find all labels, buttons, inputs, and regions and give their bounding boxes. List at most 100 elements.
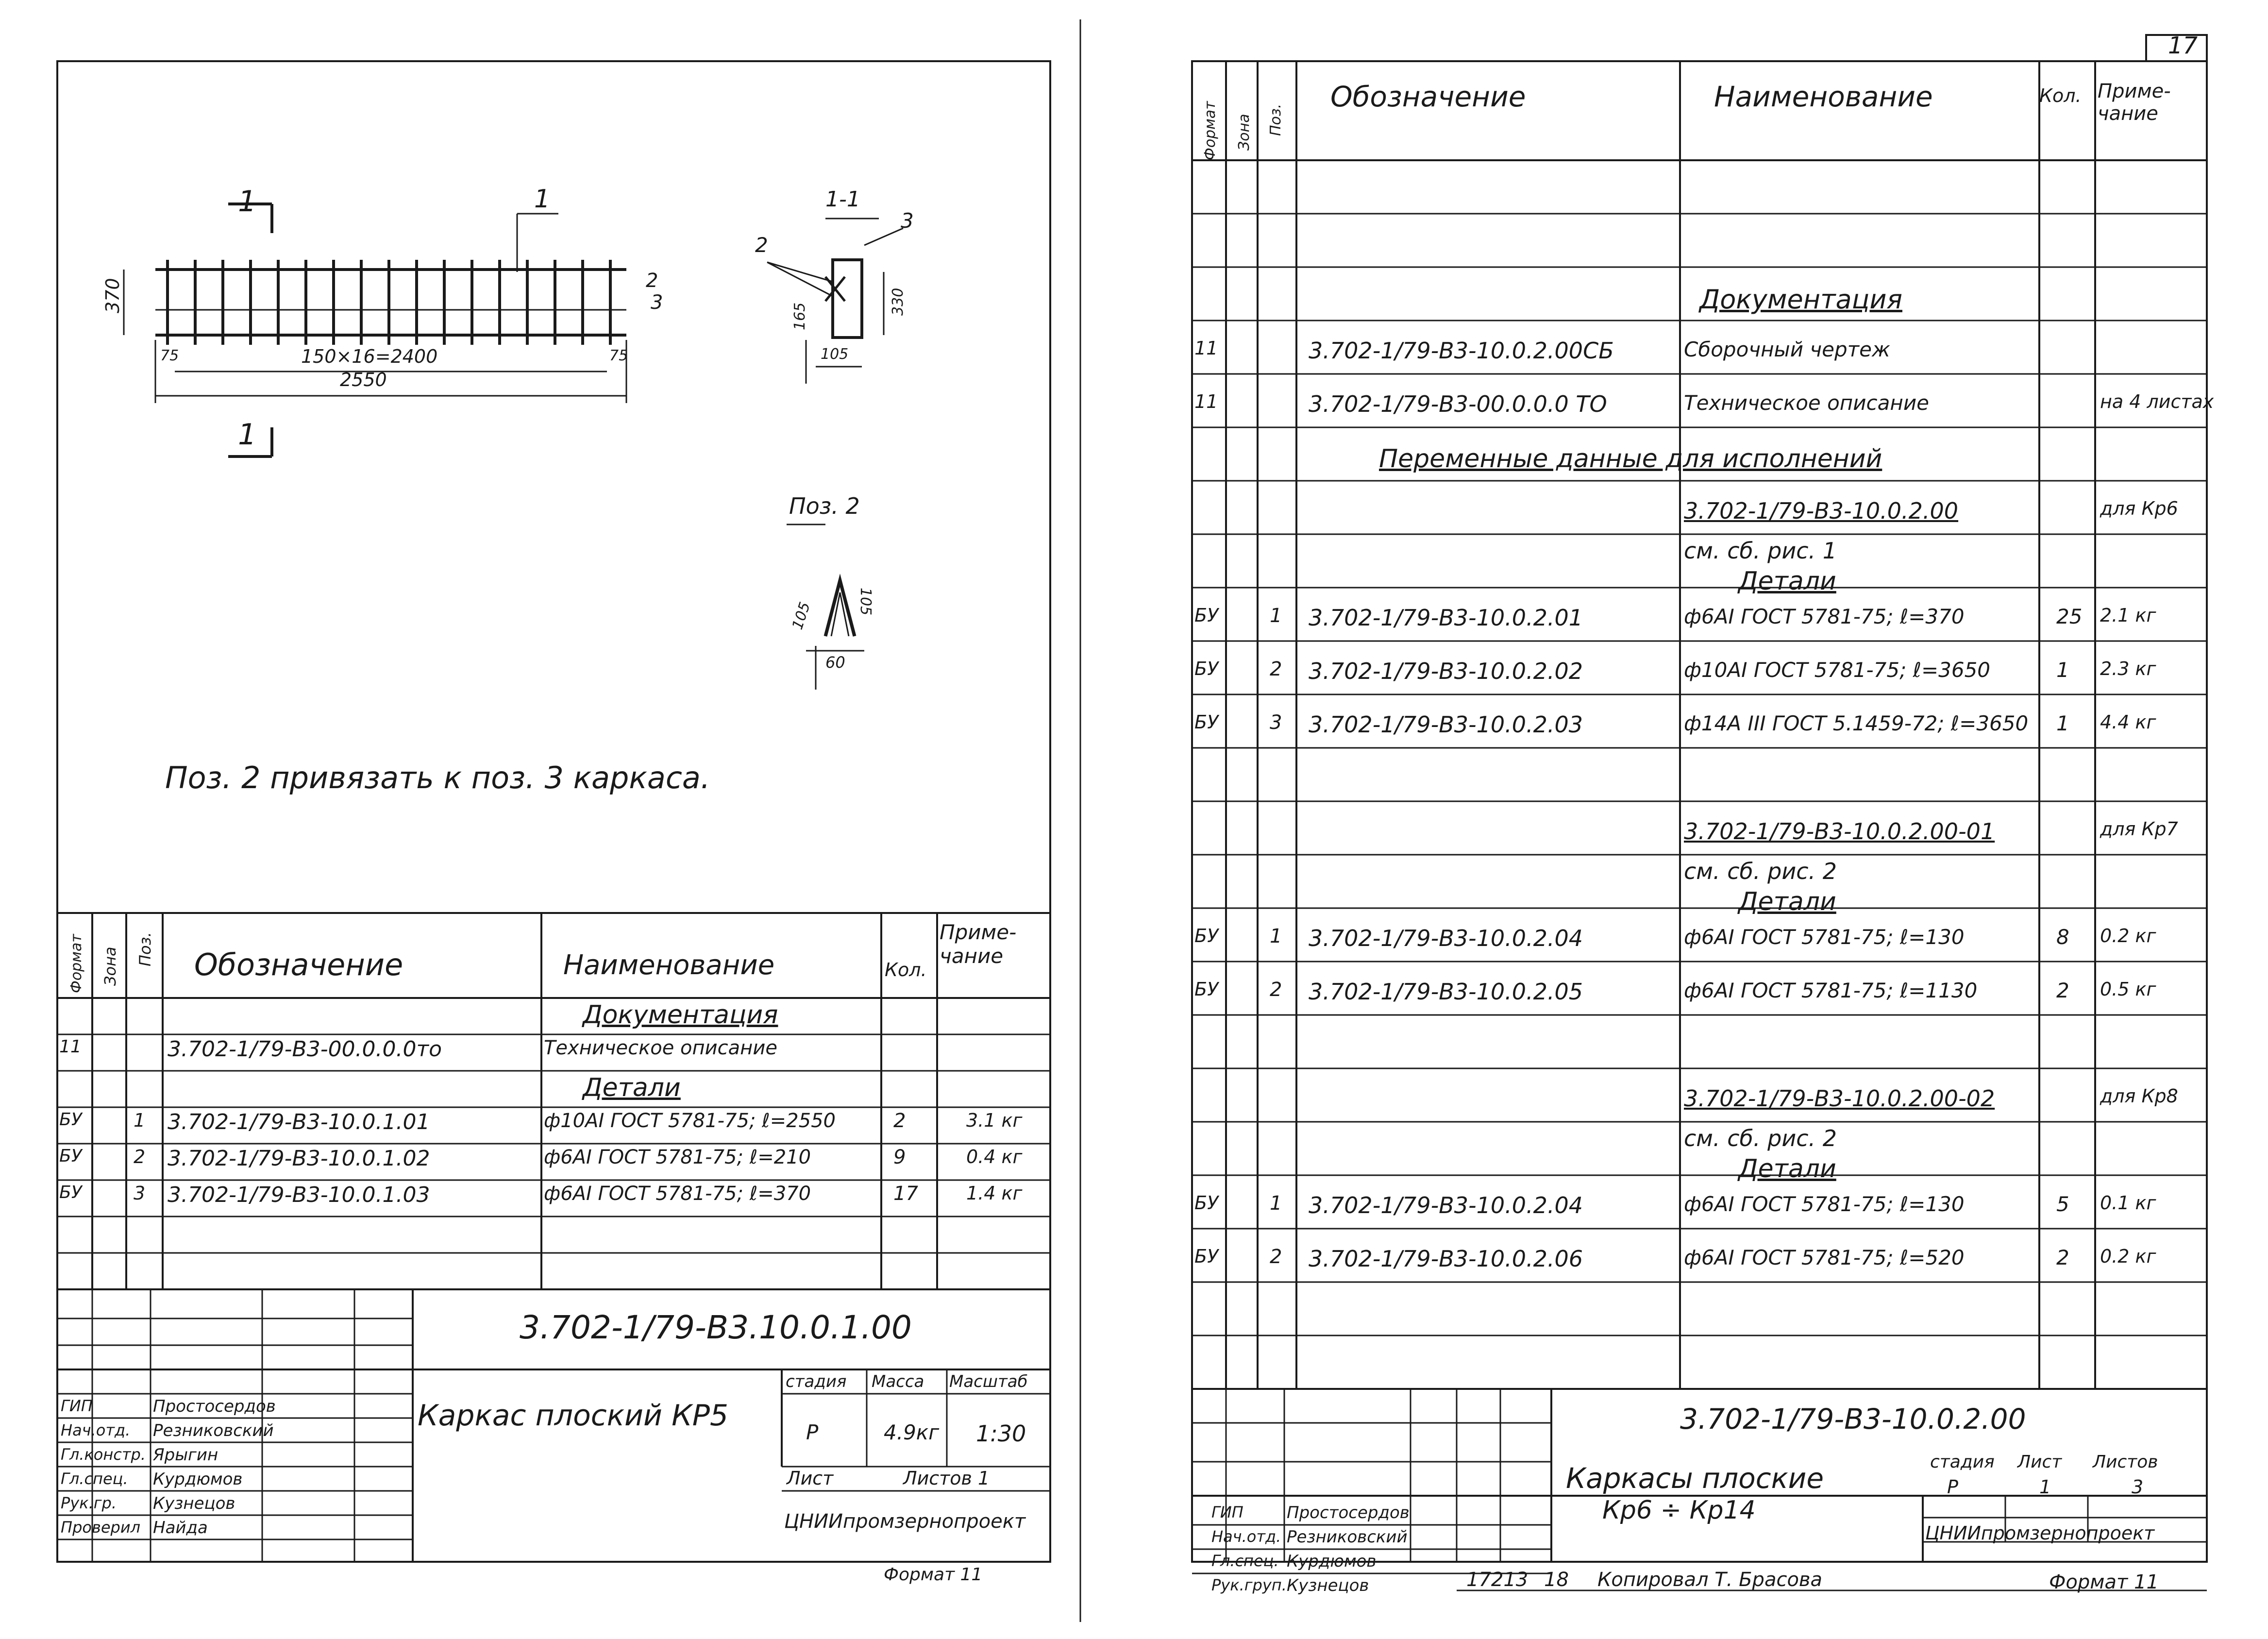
right-row-note: 2.1 кг xyxy=(2100,605,2156,626)
right-row-format: 11 xyxy=(1194,338,1218,359)
left-row-name: Детали xyxy=(583,1073,681,1102)
left-row-note: 3.1 кг xyxy=(966,1110,1023,1131)
right-row-format: БУ xyxy=(1194,605,1219,626)
left-row-format: 11 xyxy=(59,1037,82,1057)
right-row-name: см. сб. рис. 2 xyxy=(1684,1125,1837,1151)
right-row-name: 3.702-1/79-В3-10.0.2.00 xyxy=(1684,498,1959,524)
right-row-subheading: Детали xyxy=(1738,1154,1836,1183)
right-row-qty: 2 xyxy=(2056,979,2069,1002)
right-row-note: 0.2 кг xyxy=(2100,1246,2156,1267)
right-row-format: БУ xyxy=(1194,1246,1219,1267)
right-row-pos: 1 xyxy=(1270,925,1282,947)
left-signer-name: Резниковский xyxy=(153,1421,274,1440)
right-row-note: на 4 листах xyxy=(2100,391,2214,412)
right-row-subheading: Детали xyxy=(1738,567,1836,596)
right-hdr-designation: Обозначение xyxy=(1330,80,1526,113)
right-row-note: 4.4 кг xyxy=(2100,711,2156,733)
right-row-qty: 1 xyxy=(2056,711,2069,735)
left-row-note: 0.4 кг xyxy=(966,1146,1023,1167)
right-row-note: 0.2 кг xyxy=(2100,925,2156,946)
left-row-name: Техническое описание xyxy=(544,1037,777,1059)
right-code: 3.702-1/79-В3-10.0.2.00 xyxy=(1680,1402,2026,1436)
section-mark-bottom: 1 xyxy=(238,418,257,452)
left-signer-role: Гл.спец. xyxy=(61,1470,128,1488)
right-row-qty: 5 xyxy=(2056,1192,2069,1216)
left-row-qty: 2 xyxy=(893,1110,906,1132)
right-row-designation: 3.702-1/79-В3-10.0.2.00СБ xyxy=(1309,338,1614,364)
left-scale-hdr: Масштаб xyxy=(949,1372,1028,1391)
right-signer-name: Кузнецов xyxy=(1287,1576,1369,1595)
right-stage-hdr: стадия xyxy=(1930,1452,1995,1472)
left-row-designation: 3.702-1/79-В3-10.0.1.01 xyxy=(168,1110,430,1134)
right-row-format: БУ xyxy=(1194,1192,1219,1214)
section-callout-3: 3 xyxy=(901,209,914,233)
right-row-pos: 2 xyxy=(1270,979,1282,1001)
left-row-name: ф6АI ГОСТ 5781-75; ℓ=210 xyxy=(544,1146,811,1168)
right-signer-name: Резниковский xyxy=(1287,1527,1408,1547)
right-row-name: ф6АI ГОСТ 5781-75; ℓ=130 xyxy=(1684,925,1965,949)
right-sheets-hdr: Листов xyxy=(2093,1452,2158,1472)
left-row-designation: 3.702-1/79-В3-10.0.1.03 xyxy=(168,1183,430,1207)
right-hdr-pos: Поз. xyxy=(1267,103,1284,136)
dim-pos2-60: 60 xyxy=(825,653,845,672)
right-hdr-qty: Кол. xyxy=(2039,85,2082,106)
right-signer-name: Простосердов xyxy=(1287,1503,1410,1522)
right-row-pos: 1 xyxy=(1270,1192,1282,1215)
dim-total: 2550 xyxy=(340,369,387,390)
right-row-format: БУ xyxy=(1194,658,1219,679)
left-hdr-note: Приме-чание xyxy=(940,920,1017,968)
left-row-pos: 1 xyxy=(134,1110,146,1131)
left-sheet-label: Лист xyxy=(787,1468,834,1489)
left-title: Каркас плоский КР5 xyxy=(418,1399,729,1433)
right-row-designation: 3.702-1/79-В3-10.0.2.06 xyxy=(1309,1246,1583,1272)
right-row-name: Документация xyxy=(1699,284,1902,315)
right-row-name: см. сб. рис. 1 xyxy=(1684,538,1837,564)
right-row-format: 11 xyxy=(1194,391,1218,412)
left-mass: 4.9кг xyxy=(884,1420,940,1444)
left-hdr-designation: Обозначение xyxy=(194,947,403,982)
right-row-name: ф6АI ГОСТ 5781-75; ℓ=370 xyxy=(1684,605,1965,628)
right-stage: Р xyxy=(1947,1476,1958,1498)
left-signer-name: Кузнецов xyxy=(153,1494,235,1513)
left-row-name: ф6АI ГОСТ 5781-75; ℓ=370 xyxy=(544,1183,811,1205)
left-footer: Формат 11 xyxy=(884,1565,983,1585)
right-sheets: 3 xyxy=(2132,1476,2144,1498)
left-row-designation: 3.702-1/79-В3-00.0.0.0то xyxy=(168,1037,442,1062)
dim-end-right: 75 xyxy=(609,347,628,364)
left-stage: Р xyxy=(806,1420,819,1444)
section-mark-top: 1 xyxy=(238,185,257,219)
right-row-designation: 3.702-1/79-В3-10.0.2.03 xyxy=(1309,711,1583,738)
left-signer-role: Проверил xyxy=(61,1518,141,1537)
right-row-variable-data: Переменные данные для исполнений xyxy=(1379,444,1882,473)
left-signer-name: Ярыгин xyxy=(153,1445,218,1465)
right-row-name: см. сб. рис. 2 xyxy=(1684,858,1837,884)
right-sheet: 1 xyxy=(2039,1476,2051,1498)
right-row-qty: 8 xyxy=(2056,925,2069,949)
right-signer-role: ГИП xyxy=(1211,1503,1243,1521)
left-row-qty: 9 xyxy=(893,1146,906,1168)
right-row-note: 0.1 кг xyxy=(2100,1192,2156,1214)
right-signer-role: Гл.спец. xyxy=(1211,1552,1279,1570)
left-row-pos: 2 xyxy=(134,1146,146,1167)
left-stage-hdr: стадия xyxy=(786,1372,847,1391)
left-row-name: Документация xyxy=(583,1000,778,1030)
left-scale: 1:30 xyxy=(976,1420,1026,1447)
right-row-name: ф10АI ГОСТ 5781-75; ℓ=3650 xyxy=(1684,658,1991,682)
right-row-pos: 2 xyxy=(1270,658,1282,680)
left-hdr-qty: Кол. xyxy=(885,959,927,980)
right-row-note: для Кр7 xyxy=(2100,818,2178,840)
callout-3: 3 xyxy=(651,291,663,314)
left-row-format: БУ xyxy=(59,1183,82,1202)
left-hdr-name: Наименование xyxy=(563,949,775,981)
right-row-name: 3.702-1/79-В3-10.0.2.00-01 xyxy=(1684,818,1995,845)
dim-spacing: 150×16=2400 xyxy=(301,346,438,367)
left-sheets-label: Листов 1 xyxy=(903,1468,990,1489)
left-mass-hdr: Масса xyxy=(872,1372,924,1391)
right-row-format: БУ xyxy=(1194,925,1219,946)
dim-end-left: 75 xyxy=(160,347,179,364)
right-hdr-format: Формат xyxy=(1202,101,1219,160)
right-row-designation: 3.702-1/79-В3-10.0.2.04 xyxy=(1309,1192,1583,1218)
right-title-1: Каркасы плоские xyxy=(1566,1462,1824,1495)
